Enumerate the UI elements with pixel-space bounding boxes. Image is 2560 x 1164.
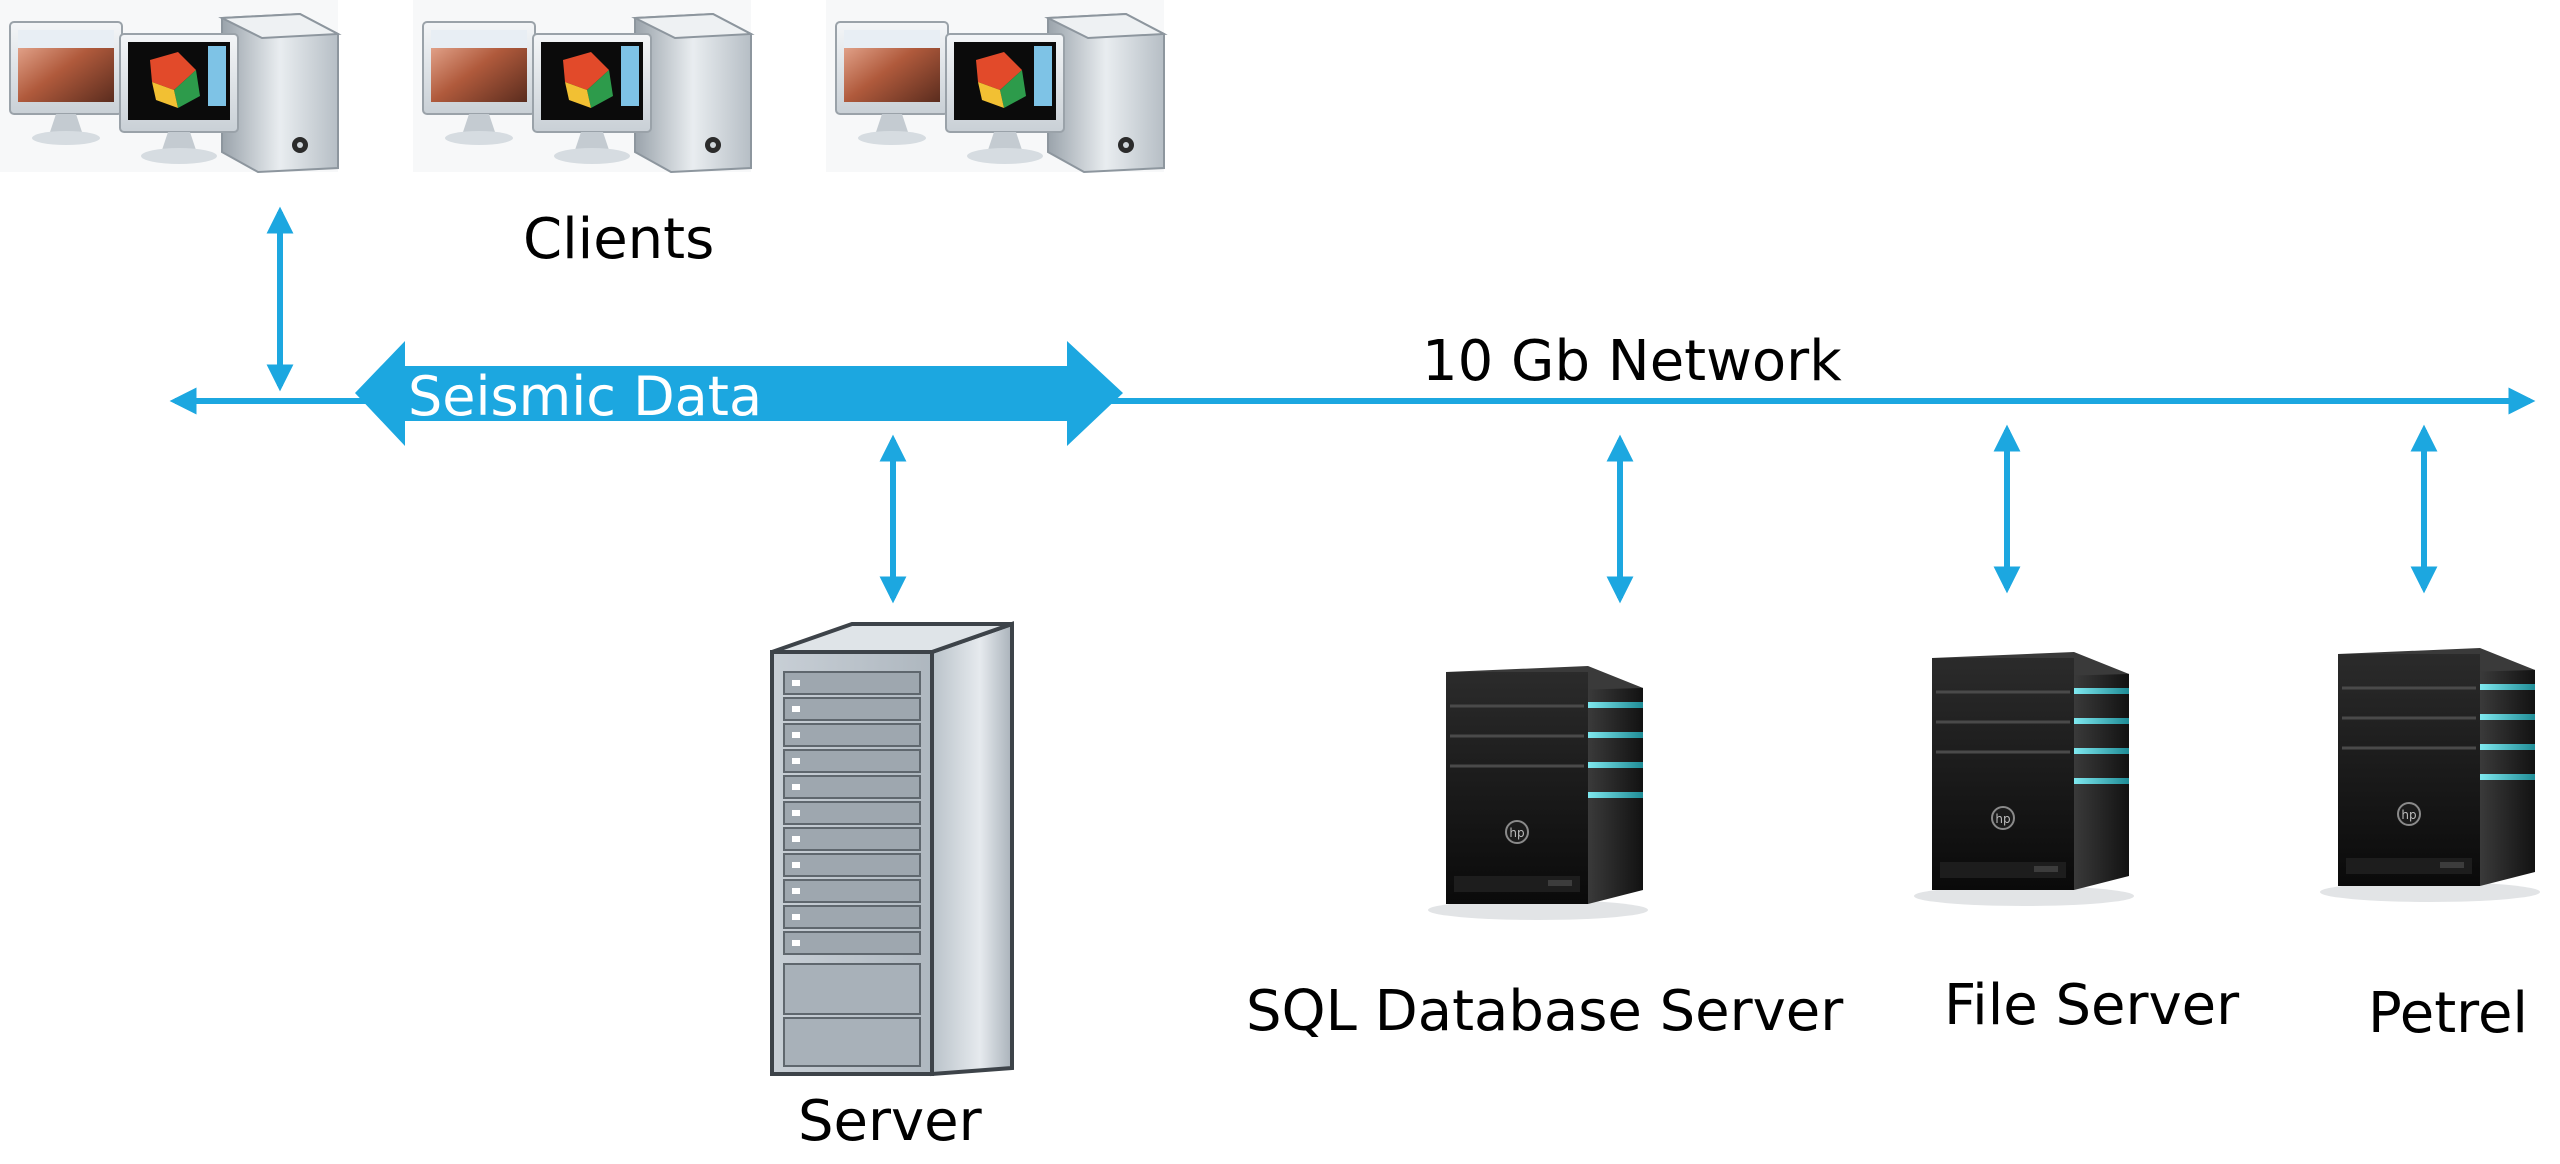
- server-label: Server: [798, 1089, 983, 1154]
- petrel-label: Petrel: [2368, 981, 2528, 1046]
- network-label: 10 Gb Network: [1422, 329, 1842, 394]
- seismic-data-label: Seismic Data: [408, 365, 762, 428]
- seismic-data-band: Seismic Data: [355, 341, 1123, 446]
- tower-server-icon: [1912, 650, 2136, 908]
- client-workstation-icon: [0, 0, 339, 173]
- tower-server-icon: [2318, 646, 2542, 904]
- client-workstation-icon: [412, 0, 752, 173]
- file-server-label: File Server: [1944, 973, 2240, 1038]
- clients-label: Clients: [523, 207, 714, 272]
- rack-server-icon: [770, 621, 1014, 1077]
- sql-database-server-label: SQL Database Server: [1246, 979, 1844, 1044]
- client-workstation-icon: [825, 0, 1165, 173]
- tower-server-icon: [1426, 664, 1650, 922]
